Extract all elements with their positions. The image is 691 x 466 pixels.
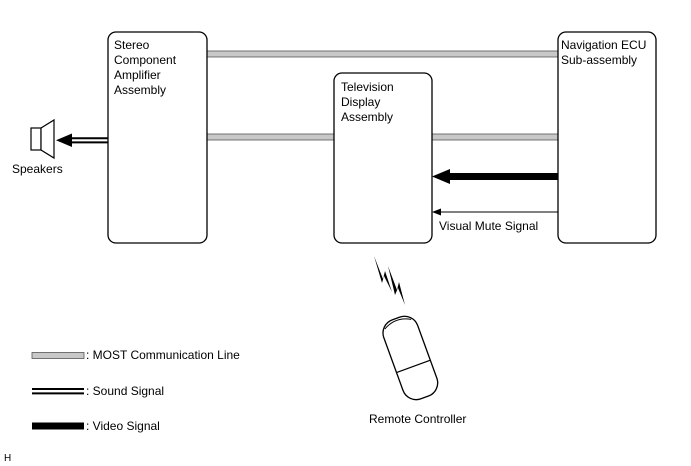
legend-sound-label: : Sound Signal: [86, 384, 165, 398]
wireless-signal-icon: [374, 256, 405, 305]
amplifier-label-line-3: Amplifier: [114, 68, 161, 82]
amplifier-label-line-4: Assembly: [114, 83, 167, 97]
navigation-label-line-1: Navigation ECU: [561, 38, 647, 52]
most-line-amp-tv: [206, 133, 335, 141]
most-line-amp-nav: [206, 50, 559, 58]
visual-mute-label: Visual Mute Signal: [439, 219, 539, 233]
television-block: [333, 72, 433, 244]
speakers-label: Speakers: [12, 162, 63, 176]
legend-video-swatch: [32, 422, 84, 430]
amplifier-label-line-2: Component: [114, 53, 177, 67]
remote-controller-label: Remote Controller: [369, 412, 467, 426]
television-label-line-2: Display: [341, 95, 381, 109]
video-signal-arrow: [432, 169, 558, 184]
television-label-line-3: Assembly: [341, 110, 394, 124]
visual-mute-arrow: [432, 208, 558, 216]
legend-most-label: : MOST Communication Line: [86, 348, 240, 362]
navigation-block: [557, 31, 657, 244]
most-line-tv-nav: [431, 133, 559, 141]
legend-most-swatch: [31, 352, 85, 359]
sound-signal-arrow: [56, 133, 108, 147]
remote-controller-icon: [382, 315, 439, 401]
corner-mark: H: [4, 453, 12, 464]
television-label-line-1: Television: [341, 80, 394, 94]
legend-video-label: : Video Signal: [86, 419, 160, 433]
speaker-icon: [30, 118, 55, 160]
legend-sound-swatch: [32, 388, 84, 395]
amplifier-label-line-1: Stereo: [114, 38, 150, 52]
navigation-label-line-2: Sub-assembly: [561, 53, 638, 67]
